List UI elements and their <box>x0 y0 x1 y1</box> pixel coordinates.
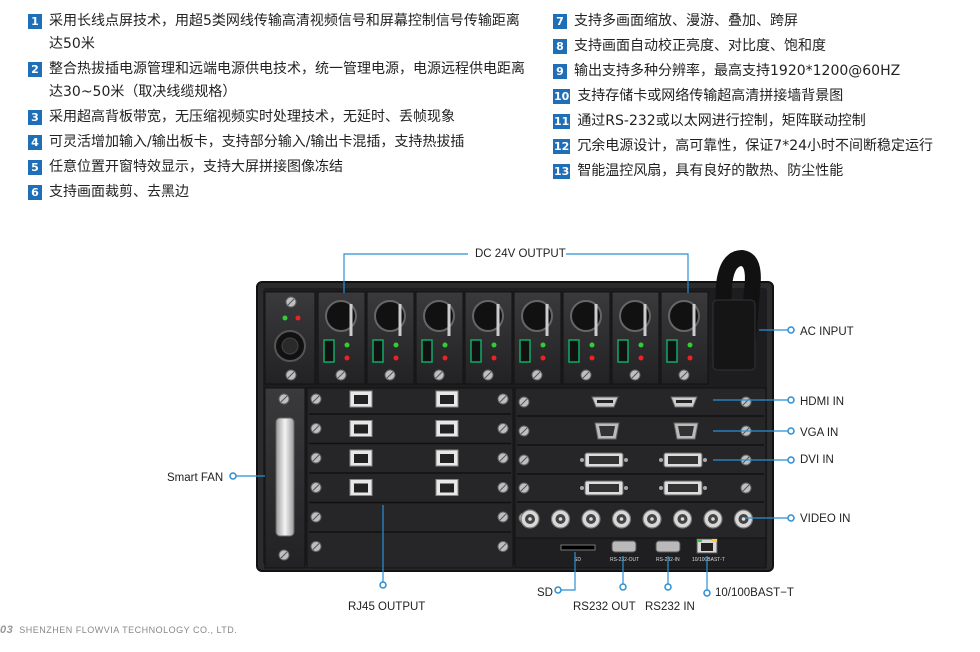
bnc-video-port[interactable] <box>703 509 723 529</box>
label-dvi-in: DVI IN <box>800 454 834 466</box>
label-ac-input: AC INPUT <box>800 326 854 338</box>
power-module <box>317 291 366 385</box>
power-module <box>415 291 464 385</box>
company-name: SHENZHEN FLOWVIA TECHNOLOGY CO., LTD. <box>19 625 238 635</box>
feature-item: 8 支持画面自动校正亮度、对比度、饱和度 <box>553 35 973 58</box>
sd-slot[interactable] <box>560 544 596 551</box>
fan-icon <box>619 300 651 332</box>
feature-number-badge: 9 <box>553 64 567 79</box>
bnc-video-port[interactable] <box>733 509 754 529</box>
feature-item: 5 任意位置开窗特效显示，支持大屏拼接图像冻结 <box>28 156 528 179</box>
rs232-out-port[interactable] <box>611 540 637 553</box>
feature-text: 冗余电源设计，高可靠性，保证7*24小时不间断稳定运行 <box>577 138 934 154</box>
feature-text: 可灵活增加输入/输出板卡，支持部分输入/输出卡混插，支持热拔插 <box>49 134 465 150</box>
panel-rs232-out: RS-232-OUT <box>610 557 639 563</box>
power-switch[interactable] <box>568 339 580 363</box>
bnc-video-port[interactable] <box>611 509 632 529</box>
label-vga-in: VGA IN <box>800 427 838 439</box>
rj45-output-card <box>306 387 514 569</box>
feature-item: 6 支持画面裁剪、去黑边 <box>28 181 528 204</box>
power-switch[interactable] <box>372 339 384 363</box>
fan-icon <box>374 300 406 332</box>
feature-item: 2 整合热拔插电源管理和远端电源供电技术，统一管理电源，电源远程供电距离达30~5… <box>28 58 528 104</box>
feature-text: 采用超高背板带宽，无压缩视频实时处理技术，无延时、丢帧现象 <box>49 109 455 125</box>
feature-text: 支持画面自动校正亮度、对比度、饱和度 <box>574 38 826 54</box>
feature-item: 10 支持存储卡或网络传输超高清拼接墙背景图 <box>553 85 973 108</box>
feature-item: 12 冗余电源设计，高可靠性，保证7*24小时不间断稳定运行 <box>553 135 973 158</box>
feature-number-badge: 11 <box>553 114 571 129</box>
fan-icon <box>521 300 553 332</box>
page-number: 03 <box>0 624 14 636</box>
feature-number-badge: 5 <box>28 160 42 175</box>
power-module <box>366 291 415 385</box>
feature-number-badge: 2 <box>28 62 42 77</box>
control-row: SD RS-232-OUT RS-232-IN 10/100BAST-T <box>514 537 767 569</box>
feature-number-badge: 4 <box>28 135 42 150</box>
feature-text: 任意位置开窗特效显示，支持大屏拼接图像冻结 <box>49 159 343 175</box>
feature-number-badge: 8 <box>553 39 567 54</box>
feature-text: 支持存储卡或网络传输超高清拼接墙背景图 <box>577 88 844 104</box>
feature-item: 4 可灵活增加输入/输出板卡，支持部分输入/输出卡混插，支持热拔插 <box>28 131 528 154</box>
bnc-video-port[interactable] <box>642 509 662 529</box>
power-module <box>464 291 513 385</box>
fan-icon <box>325 300 357 332</box>
feature-item: 7 支持多画面缩放、漫游、叠加、跨屏 <box>553 10 973 33</box>
power-switch[interactable] <box>519 339 531 363</box>
fan-icon <box>423 300 455 332</box>
panel-sd: SD <box>574 557 581 563</box>
feature-item: 3 采用超高背板带宽，无压缩视频实时处理技术，无延时、丢帧现象 <box>28 106 528 129</box>
power-module <box>562 291 611 385</box>
label-dc-output: DC 24V OUTPUT <box>475 248 566 260</box>
fan-icon <box>668 300 700 332</box>
fan-icon <box>570 300 602 332</box>
feature-text: 整合热拔插电源管理和远端电源供电技术，统一管理电源，电源远程供电距离达30~50… <box>49 61 525 100</box>
feature-number-badge: 7 <box>553 14 567 29</box>
power-switch[interactable] <box>470 339 482 363</box>
smart-fan-panel <box>264 387 306 569</box>
feature-text: 输出支持多种分辨率，最高支持1920*1200@60HZ <box>574 63 901 79</box>
ac-power-cable <box>714 249 761 348</box>
features-left: 1 采用长线点屏技术，用超5类网线传输高清视频信号和屏幕控制信号传输距离达50米 2… <box>28 10 528 206</box>
power-switch[interactable] <box>666 339 678 363</box>
feature-item: 9 输出支持多种分辨率，最高支持1920*1200@60HZ <box>553 60 973 83</box>
feature-text: 智能温控风扇，具有良好的散热、防尘性能 <box>577 163 844 179</box>
bnc-video-port[interactable] <box>672 509 693 529</box>
panel-ethernet: 10/100BAST-T <box>692 557 725 563</box>
power-module <box>611 291 660 385</box>
feature-number-badge: 10 <box>553 89 571 104</box>
label-hdmi-in: HDMI IN <box>800 396 844 408</box>
rs232-in-port[interactable] <box>655 540 681 553</box>
bnc-video-port[interactable] <box>581 509 601 529</box>
feature-text: 支持画面裁剪、去黑边 <box>49 184 189 200</box>
power-switch[interactable] <box>421 339 433 363</box>
label-rs232-out: RS232 OUT <box>573 601 636 613</box>
power-switch[interactable] <box>617 339 629 363</box>
bnc-video-port[interactable] <box>550 509 571 529</box>
label-sd: SD <box>537 587 553 599</box>
feature-item: 13 智能温控风扇，具有良好的散热、防尘性能 <box>553 160 973 183</box>
label-rs232-in: RS232 IN <box>645 601 695 613</box>
power-module <box>513 291 562 385</box>
features-right: 7 支持多画面缩放、漫游、叠加、跨屏 8 支持画面自动校正亮度、对比度、饱和度 9 输出支… <box>553 10 973 185</box>
feature-number-badge: 1 <box>28 14 42 29</box>
label-video-in: VIDEO IN <box>800 513 850 525</box>
feature-text: 采用长线点屏技术，用超5类网线传输高清视频信号和屏幕控制信号传输距离达50米 <box>49 13 520 52</box>
feature-number-badge: 6 <box>28 185 42 200</box>
label-smart-fan: Smart FAN <box>167 472 223 484</box>
label-ethernet: 10/100BAST−T <box>715 587 794 599</box>
feature-item: 11 通过RS-232或以太网进行控制，矩阵联动控制 <box>553 110 973 133</box>
feature-number-badge: 12 <box>553 139 571 154</box>
power-switch[interactable] <box>323 339 335 363</box>
feature-number-badge: 3 <box>28 110 42 125</box>
bnc-video-port[interactable] <box>520 509 540 529</box>
feature-text: 通过RS-232或以太网进行控制，矩阵联动控制 <box>577 113 866 129</box>
feature-text: 支持多画面缩放、漫游、叠加、跨屏 <box>574 13 798 29</box>
fan-icon <box>472 300 504 332</box>
footer: 03 SHENZHEN FLOWVIA TECHNOLOGY CO., LTD. <box>0 624 237 636</box>
feature-item: 1 采用长线点屏技术，用超5类网线传输高清视频信号和屏幕控制信号传输距离达50米 <box>28 10 528 56</box>
label-rj45-output: RJ45 OUTPUT <box>348 601 425 613</box>
power-module <box>660 291 709 385</box>
feature-number-badge: 13 <box>553 164 571 179</box>
